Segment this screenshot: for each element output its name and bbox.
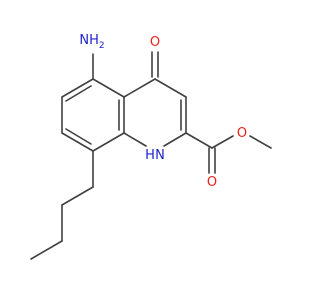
bond-ca-cb <box>61 186 94 206</box>
benzo-ring <box>61 78 125 152</box>
ketone-oxygen-label: O <box>150 35 160 50</box>
bond-c4a-c5 <box>92 78 125 98</box>
carbonyl-oxygen-label: O <box>207 175 217 190</box>
bond-c4a-c4 <box>123 78 156 98</box>
bond-c5-c6-inner <box>65 85 92 102</box>
molecule-structure: NH2 O H N O O <box>30 33 272 260</box>
bond-c2-cester <box>185 132 213 149</box>
bond-cester-oester <box>211 135 234 149</box>
bond-n1-c8a <box>123 132 147 147</box>
bond-cc-cd <box>30 240 63 260</box>
bond-c5-c6 <box>61 78 94 98</box>
bond-c7-c8 <box>61 132 94 152</box>
bond-oester-ch3 <box>249 135 272 149</box>
atom-labels: NH2 O H N O O <box>79 33 247 190</box>
substituents <box>30 51 272 260</box>
bond-c7-c8-inner <box>65 128 92 145</box>
bond-c4-c3 <box>154 78 187 98</box>
amino-label: NH2 <box>79 33 104 51</box>
ester-oxygen-label: O <box>237 126 247 141</box>
pyridinone-ring <box>123 78 187 147</box>
ring-nitrogen-h-label: H <box>145 148 155 163</box>
bond-c8-c8a <box>92 132 125 152</box>
bond-c2-n1 <box>163 132 187 147</box>
ring-nitrogen-label: N <box>155 148 165 163</box>
